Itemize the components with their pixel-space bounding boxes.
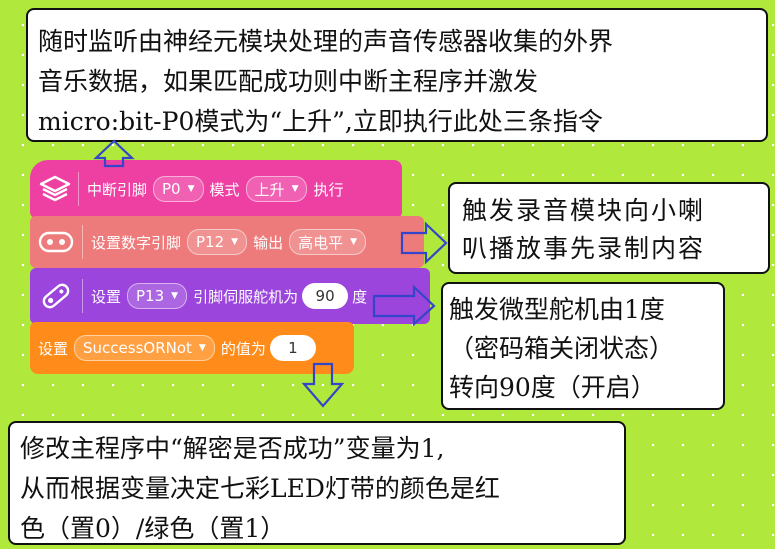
bottom-annotation-line-2: 从而根据变量决定七彩LED灯带的颜色是红 — [20, 474, 500, 503]
servo-unit-label: 度 — [352, 287, 368, 306]
bottom-annotation-line-1: 修改主程序中“解密是否成功”变量为1, — [20, 434, 445, 463]
chevron-down-icon: ▼ — [187, 184, 195, 194]
servo-angle-input[interactable]: 90 — [302, 283, 349, 309]
interrupt-pin-dropdown[interactable]: P0▼ — [153, 176, 204, 202]
variable-mid-label: 的值为 — [220, 339, 266, 358]
interrupt-exec-label: 执行 — [313, 180, 344, 199]
servo-block[interactable]: 设置 P13▼ 引脚伺服舵机为 90 度 — [30, 268, 430, 324]
servo-pin-dropdown[interactable]: P13▼ — [127, 283, 188, 309]
digital-label: 设置数字引脚 — [91, 233, 182, 252]
servo-annotation: 触发微型舵机由1度 （密码箱关闭状态） 转向90度（开启） — [441, 282, 725, 410]
interrupt-block[interactable]: 中断引脚 P0▼ 模式 上升▼ 执行 — [30, 160, 402, 218]
speaker-annotation: 触发录音模块向小喇 叭播放事先录制内容 — [448, 182, 770, 274]
chip-icon — [38, 231, 74, 253]
servo-annotation-line-1: 触发微型舵机由1度 — [449, 295, 665, 324]
speaker-annotation-line-1: 触发录音模块向小喇 — [462, 196, 706, 225]
bottom-annotation-line-3: 色（置0）/绿色（置1） — [20, 514, 286, 543]
servo-label: 设置 — [91, 287, 122, 306]
icon-separator — [82, 279, 83, 313]
chevron-down-icon: ▼ — [291, 184, 299, 194]
top-annotation-line-3: micro:bit-P0模式为“上升”,立即执行此处三条指令 — [38, 107, 603, 136]
speaker-annotation-line-2: 叭播放事先录制内容 — [462, 234, 706, 263]
servo-annotation-line-3: 转向90度（开启） — [449, 373, 656, 402]
interrupt-label: 中断引脚 — [87, 180, 148, 199]
top-annotation-line-1: 随时监听由神经元模块处理的声音传感器收集的外界 — [38, 27, 614, 56]
chevron-down-icon: ▼ — [231, 237, 239, 247]
layers-icon — [39, 175, 71, 202]
set-variable-block[interactable]: 设置 SuccessORNot▼ 的值为 1 — [30, 322, 354, 374]
variable-value-input[interactable]: 1 — [269, 335, 316, 361]
icon-separator — [78, 172, 79, 206]
variable-name-dropdown[interactable]: SuccessORNot▼ — [74, 335, 215, 361]
chevron-down-icon: ▼ — [350, 237, 358, 247]
servo-annotation-line-2: （密码箱关闭状态） — [449, 334, 675, 363]
digital-pin-dropdown[interactable]: P12▼ — [187, 229, 248, 255]
bottom-annotation: 修改主程序中“解密是否成功”变量为1, 从而根据变量决定七彩LED灯带的颜色是红… — [8, 421, 626, 545]
digital-write-block[interactable]: 设置数字引脚 P12▼ 输出 高电平▼ — [30, 216, 424, 268]
servo-icon — [42, 283, 70, 309]
chevron-down-icon: ▼ — [171, 291, 179, 301]
interrupt-mode-label: 模式 — [209, 180, 240, 199]
digital-level-dropdown[interactable]: 高电平▼ — [289, 229, 367, 255]
interrupt-mode-dropdown[interactable]: 上升▼ — [245, 176, 308, 202]
chevron-down-icon: ▼ — [198, 343, 206, 353]
servo-mid-label: 引脚伺服舵机为 — [193, 287, 299, 306]
digital-out-label: 输出 — [253, 233, 284, 252]
icon-separator — [82, 225, 83, 259]
variable-set-label: 设置 — [38, 339, 69, 358]
top-annotation-line-2: 音乐数据，如果匹配成功则中断主程序并激发 — [38, 67, 539, 96]
top-annotation: 随时监听由神经元模块处理的声音传感器收集的外界 音乐数据，如果匹配成功则中断主程… — [26, 8, 768, 142]
